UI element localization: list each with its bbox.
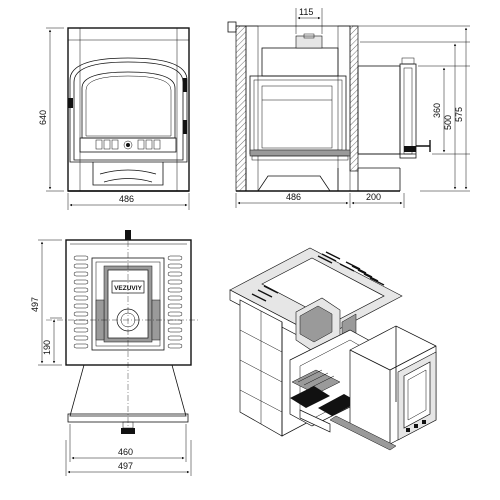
brand-plate-text: VEZUVIY bbox=[114, 285, 142, 292]
front-view: 640 486 bbox=[38, 27, 190, 210]
isometric-cutaway bbox=[229, 247, 437, 451]
side-h1-dim: 360 bbox=[432, 103, 442, 118]
front-width-dim: 486 bbox=[119, 194, 134, 204]
front-height-dim: 640 bbox=[38, 110, 48, 125]
top-inner-width-dim: 460 bbox=[118, 447, 133, 457]
top-outer-width-dim: 497 bbox=[118, 461, 133, 471]
iso-air-knob-icon bbox=[406, 428, 410, 432]
iso-grate bbox=[290, 369, 358, 416]
handle-knob-icon bbox=[121, 428, 135, 434]
firebox-body bbox=[249, 75, 347, 155]
side-h3-dim: 575 bbox=[454, 107, 464, 122]
tunnel-top-outline bbox=[69, 364, 187, 417]
side-wall-hatch bbox=[235, 25, 247, 192]
side-h2-dim: 500 bbox=[443, 115, 453, 130]
air-control-panel bbox=[79, 137, 177, 153]
top-view: VEZUVIY 497 190 460 497 bbox=[30, 230, 200, 476]
vent-slots-left bbox=[73, 255, 89, 349]
control-knob-icon bbox=[123, 140, 133, 150]
side-extension-dim: 200 bbox=[366, 192, 381, 202]
top-height-dim: 497 bbox=[30, 297, 40, 312]
tunnel-extension bbox=[357, 65, 401, 155]
side-door-handle-icon bbox=[416, 140, 431, 152]
iso-top-vents bbox=[251, 251, 385, 302]
door-handle-icon bbox=[183, 78, 187, 92]
door-frame bbox=[69, 57, 188, 163]
door-hinge-icon bbox=[68, 98, 73, 108]
side-top-dim: 115 bbox=[299, 7, 313, 17]
vent-slots-right bbox=[167, 255, 183, 349]
firebox-top bbox=[261, 47, 339, 77]
side-view: 115 486 200 360 500 575 bbox=[227, 7, 470, 208]
side-depth-dim: 486 bbox=[286, 192, 301, 202]
top-offset-dim: 190 bbox=[42, 340, 52, 355]
door-glass bbox=[81, 71, 176, 139]
